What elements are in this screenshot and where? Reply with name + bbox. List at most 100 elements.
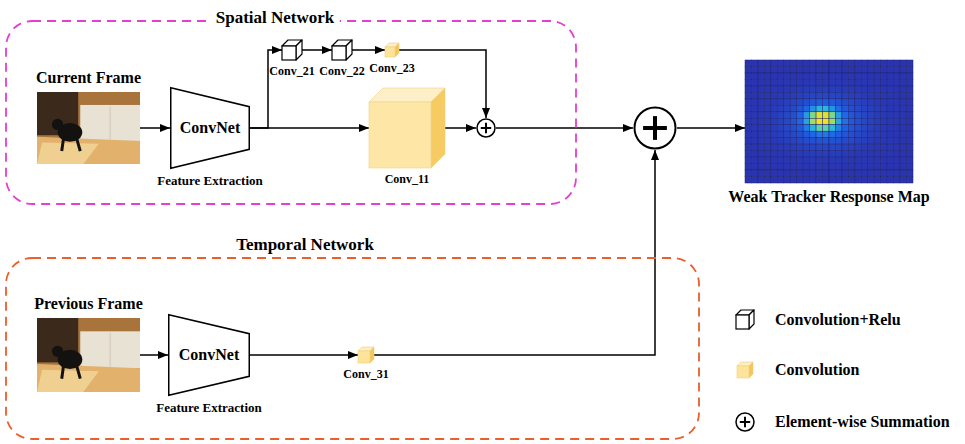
heat-cell: [907, 118, 913, 124]
legend-cube: [736, 310, 754, 329]
heat-cell: [764, 164, 770, 170]
heat-cell: [777, 164, 783, 170]
heat-cell: [881, 79, 887, 85]
heat-cell: [764, 105, 770, 111]
heat-cell: [900, 177, 906, 183]
heat-cell: [848, 170, 854, 176]
heat-cell: [797, 86, 803, 92]
heat-cell: [771, 157, 777, 163]
photo-cat-leg: [76, 137, 80, 151]
heat-cell: [887, 151, 893, 157]
heat-cell: [874, 151, 880, 157]
dashed-outline: [6, 258, 699, 439]
heat-cell: [771, 92, 777, 98]
heat-cell: [784, 177, 790, 183]
heat-cell: [816, 118, 822, 124]
heat-cell: [868, 92, 874, 98]
heat-cell: [829, 144, 835, 150]
heat-cell: [777, 79, 783, 85]
heat-cell: [784, 60, 790, 66]
heat-cell: [855, 66, 861, 72]
heat-cell: [907, 164, 913, 170]
photo-cat-head: [52, 346, 63, 357]
heat-cell: [777, 112, 783, 118]
heat-cell: [894, 170, 900, 176]
heat-cell: [861, 73, 867, 79]
heat-cell: [803, 73, 809, 79]
heat-cell: [784, 99, 790, 105]
heat-cell: [900, 99, 906, 105]
heat-cell: [810, 138, 816, 144]
heat-cell: [894, 66, 900, 72]
heat-cell: [784, 66, 790, 72]
heat-cell: [790, 73, 796, 79]
heat-cell: [829, 66, 835, 72]
heat-cell: [881, 151, 887, 157]
heat-cell: [758, 66, 764, 72]
heat-cell: [816, 99, 822, 105]
heat-cell: [861, 105, 867, 111]
heat-cell: [894, 138, 900, 144]
heat-cell: [894, 131, 900, 137]
heat-cell: [784, 86, 790, 92]
heat-cell: [797, 79, 803, 85]
heat-cell: [842, 177, 848, 183]
heat-cell: [874, 170, 880, 176]
heat-cell: [848, 86, 854, 92]
photo-cabinet-gap: [110, 333, 111, 367]
conv-cube: Conv_31: [358, 347, 374, 363]
heat-cell: [861, 144, 867, 150]
heat-cell: [816, 92, 822, 98]
heat-cell: [835, 164, 841, 170]
heat-cell: [874, 66, 880, 72]
cube-side: [346, 40, 352, 60]
heat-cell: [861, 125, 867, 131]
heat-cell: [803, 66, 809, 72]
heat-cell: [803, 79, 809, 85]
heat-cell: [874, 73, 880, 79]
heat-cell: [900, 60, 906, 66]
heat-cell: [855, 177, 861, 183]
heat-cell: [829, 105, 835, 111]
caption-label: Conv_31: [343, 367, 388, 382]
heat-cell: [894, 144, 900, 150]
heat-cell: [803, 144, 809, 150]
response-map: Weak Tracker Response Map: [745, 60, 913, 183]
heat-cell: [842, 79, 848, 85]
heat-cell: [887, 118, 893, 124]
heat-cell: [777, 66, 783, 72]
heat-cell: [848, 118, 854, 124]
heat-cell: [771, 60, 777, 66]
box-label: ConvNet: [179, 345, 239, 365]
heat-cell: [894, 118, 900, 124]
caption-label: Previous Frame: [34, 294, 143, 314]
heat-cell: [790, 99, 796, 105]
heat-cell: [848, 151, 854, 157]
heat-cell: [842, 66, 848, 72]
heat-cell: [842, 73, 848, 79]
heat-cell: [823, 86, 829, 92]
connector-arrow: [250, 127, 369, 129]
heat-cell: [887, 170, 893, 176]
heat-cell: [907, 177, 913, 183]
heat-cell: [881, 118, 887, 124]
heat-cell: [751, 112, 757, 118]
heat-cell: [803, 60, 809, 66]
heat-cell: [745, 131, 751, 137]
heat-cell: [855, 118, 861, 124]
photo-sunlight: [37, 370, 99, 392]
heat-cell: [784, 112, 790, 118]
legend-cube: [737, 362, 753, 378]
heat-cell: [848, 99, 854, 105]
heat-cell: [861, 92, 867, 98]
heat-cell: [842, 170, 848, 176]
conv-relu-cube-shape: [282, 40, 302, 60]
heat-cell: [810, 99, 816, 105]
heat-cell: [810, 112, 816, 118]
heat-cell: [771, 170, 777, 176]
heat-cell: [810, 73, 816, 79]
heat-cell: [868, 164, 874, 170]
heat-cell: [861, 170, 867, 176]
heat-cell: [777, 125, 783, 131]
heat-cell: [797, 131, 803, 137]
